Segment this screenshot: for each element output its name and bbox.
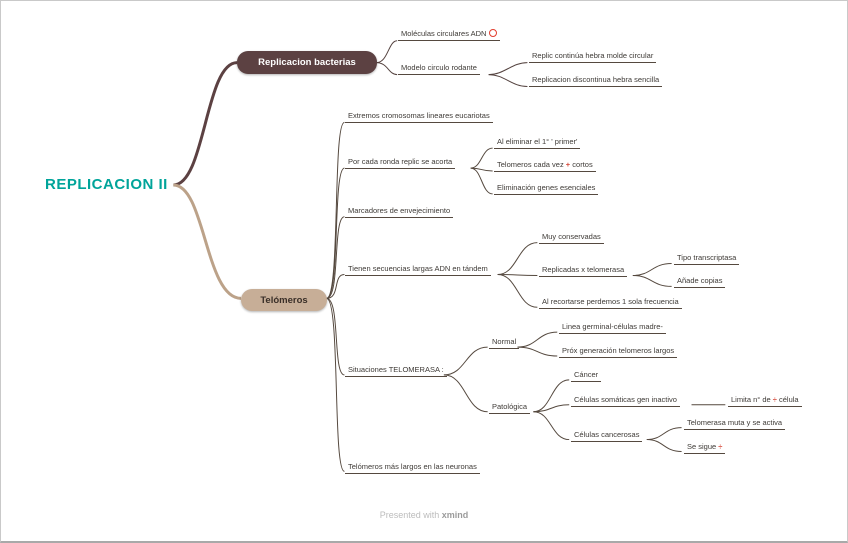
branch-line bbox=[488, 62, 528, 76]
branch-line bbox=[517, 331, 558, 348]
topic-label: cortos bbox=[570, 160, 593, 169]
topic-telomeros[interactable]: Telómeros bbox=[241, 289, 327, 311]
topic-replic-continua-hebra-molde[interactable]: Replic continúa hebra molde circular bbox=[529, 50, 657, 63]
topic-label: Tienen secuencias largas ADN en tándem bbox=[348, 264, 488, 273]
topic-linea-germinal-celulas-madre[interactable]: Linea germinal-células madre- bbox=[559, 321, 666, 334]
topic-prox-generacion-telomeros-largos[interactable]: Próx generación telomeros largos bbox=[559, 345, 678, 358]
topic-label: Eliminación genes esenciales bbox=[497, 183, 596, 192]
topic-label: Replicacion bacterias bbox=[258, 57, 356, 68]
branch-line bbox=[326, 167, 345, 299]
topic-por-cada-ronda-se-acorta[interactable]: Por cada ronda replic se acorta bbox=[345, 156, 456, 169]
topic-situaciones-telomerasa[interactable]: Situaciones TELOMERASA : bbox=[345, 364, 447, 377]
topic-celulas-cancerosas[interactable]: Células cancerosas bbox=[571, 429, 643, 442]
topic-label: Normal bbox=[492, 337, 517, 346]
topic-label: Células cancerosas bbox=[574, 430, 640, 439]
branch-line bbox=[326, 216, 345, 299]
topic-extremos-cromosomas[interactable]: Extremos cromosomas lineares eucariotas bbox=[345, 110, 493, 123]
topic-label: Próx generación telomeros largos bbox=[562, 346, 675, 355]
topic-label: Replicadas x telomerasa bbox=[542, 265, 625, 274]
topic-cancer[interactable]: Cáncer bbox=[571, 369, 602, 382]
branch-line bbox=[632, 263, 672, 276]
topic-label: Extremos cromosomas lineares eucariotas bbox=[348, 111, 490, 120]
branch-line bbox=[470, 167, 493, 195]
branch-line bbox=[497, 242, 538, 275]
topic-telomeros-mas-largos-neuronas[interactable]: Telómeros más largos en las neuronas bbox=[345, 461, 480, 474]
topic-tipo-transcriptasa[interactable]: Tipo transcriptasa bbox=[674, 252, 740, 265]
topic-label: Por cada ronda replic se acorta bbox=[348, 157, 453, 166]
topic-label: Añade copias bbox=[677, 276, 723, 285]
topic-replicacion-bacterias[interactable]: Replicacion bacterias bbox=[237, 51, 377, 74]
branch-line bbox=[326, 297, 345, 376]
topic-label: Limita n° de bbox=[731, 395, 773, 404]
topic-normal[interactable]: Normal bbox=[489, 336, 520, 349]
xmind-logo-text: xmind bbox=[441, 510, 469, 520]
topic-label: Situaciones TELOMERASA : bbox=[348, 365, 444, 374]
branch-line bbox=[646, 439, 682, 452]
branch-line bbox=[497, 273, 538, 308]
topic-label: Telómeros más largos en las neuronas bbox=[348, 462, 477, 471]
topic-telomeros-cada-vez-mas-cortos[interactable]: Telomeros cada vez + cortos bbox=[494, 159, 596, 172]
branch-line bbox=[443, 374, 488, 413]
topic-label: Linea germinal-células madre- bbox=[562, 322, 663, 331]
branch-curve-root-telomeros bbox=[173, 183, 242, 300]
topic-label: Se sigue bbox=[687, 442, 719, 451]
branch-line bbox=[632, 274, 672, 287]
plus-symbol: + bbox=[565, 160, 571, 169]
branch-line bbox=[533, 379, 570, 413]
topic-al-eliminar-primer[interactable]: Al eliminar el 1° ' primer' bbox=[494, 136, 581, 149]
division-symbol: ÷ bbox=[772, 395, 777, 404]
topic-marcadores-envejecimiento[interactable]: Marcadores de envejecimiento bbox=[345, 205, 454, 218]
topic-label: Al eliminar el 1° ' primer' bbox=[497, 137, 578, 146]
root-topic[interactable]: REPLICACION II bbox=[45, 176, 168, 193]
topic-label: Telomeros cada vez bbox=[497, 160, 566, 169]
topic-eliminacion-genes-esenciales[interactable]: Eliminación genes esenciales bbox=[494, 182, 599, 195]
topic-muy-conservadas[interactable]: Muy conservadas bbox=[539, 231, 604, 244]
topic-se-sigue-dividiendo[interactable]: Se sigue ÷ bbox=[684, 441, 726, 454]
topic-label: Modelo circulo rodante bbox=[401, 63, 477, 72]
branch-line bbox=[326, 273, 345, 299]
topic-patologica[interactable]: Patológica bbox=[489, 401, 531, 414]
branch-line bbox=[376, 40, 398, 64]
topic-moleculas-circulares-adn[interactable]: Moléculas circulares ADN bbox=[398, 28, 501, 41]
branch-line bbox=[533, 411, 570, 441]
topic-al-recortarse-perdemos[interactable]: Al recortarse perdemos 1 sola frecuencia bbox=[539, 296, 682, 309]
branch-line bbox=[517, 346, 558, 357]
topic-label: Replic continúa hebra molde circular bbox=[532, 51, 654, 60]
watermark-text: Presented with bbox=[379, 510, 440, 520]
branch-line bbox=[488, 74, 528, 88]
branch-line bbox=[326, 297, 345, 472]
branch-line bbox=[497, 273, 538, 276]
topic-label: Al recortarse perdemos 1 sola frecuencia bbox=[542, 297, 679, 306]
branch-line bbox=[470, 147, 493, 169]
topic-label: Patológica bbox=[492, 402, 528, 411]
topic-label: Moléculas circulares ADN bbox=[401, 29, 487, 38]
topic-label: Telómeros bbox=[260, 294, 308, 306]
topic-label: Tipo transcriptasa bbox=[677, 253, 737, 262]
branch-line bbox=[376, 62, 398, 76]
branch-line bbox=[533, 404, 570, 413]
topic-limita-numero-division-celula[interactable]: Limita n° de ÷ célula bbox=[728, 394, 802, 407]
topic-telomerasa-muta-se-activa[interactable]: Telomerasa muta y se activa bbox=[684, 417, 786, 430]
branch-curve-root-bacterias bbox=[173, 61, 238, 187]
branch-line bbox=[646, 427, 682, 441]
topic-secuencias-largas-adn-tandem[interactable]: Tienen secuencias largas ADN en tándem bbox=[345, 263, 491, 276]
topic-replicadas-x-telomerasa[interactable]: Replicadas x telomerasa bbox=[539, 264, 628, 277]
topic-label: célula bbox=[776, 395, 799, 404]
topic-label: Muy conservadas bbox=[542, 232, 601, 241]
watermark: Presented with xmind bbox=[1, 510, 847, 520]
red-circle-icon bbox=[489, 29, 498, 37]
topic-label: Telomerasa muta y se activa bbox=[687, 418, 783, 427]
topic-label: Marcadores de envejecimiento bbox=[348, 206, 451, 215]
topic-label: Células somáticas gen inactivo bbox=[574, 395, 677, 404]
topic-label: Replicacion discontinua hebra sencilla bbox=[532, 75, 660, 84]
branch-line bbox=[443, 346, 488, 376]
topic-celulas-somaticas-gen-inactivo[interactable]: Células somáticas gen inactivo bbox=[571, 394, 680, 407]
topic-replicacion-discontinua-hebra[interactable]: Replicacion discontinua hebra sencilla bbox=[529, 74, 663, 87]
topic-modelo-circulo-rodante[interactable]: Modelo circulo rodante bbox=[398, 62, 480, 75]
topic-anade-copias[interactable]: Añade copias bbox=[674, 275, 726, 288]
branch-line bbox=[326, 121, 345, 299]
division-symbol: ÷ bbox=[718, 442, 723, 451]
topic-label: Cáncer bbox=[574, 370, 599, 379]
